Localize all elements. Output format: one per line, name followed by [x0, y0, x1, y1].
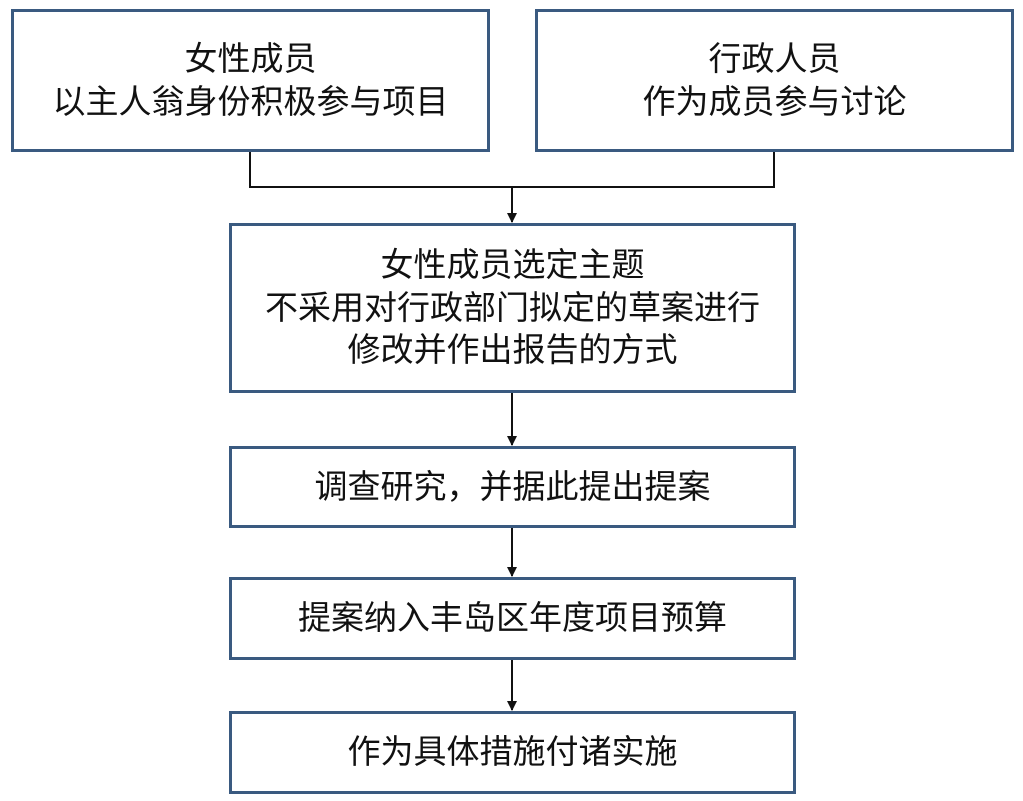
topic-selection-line-1: 女性成员选定主题: [380, 244, 645, 284]
topic-selection-box: 女性成员选定主题 不采用对行政部门拟定的草案进行 修改并作出报告的方式: [229, 223, 796, 393]
admin-staff-box: 行政人员 作为成员参与讨论: [535, 9, 1014, 152]
admin-staff-detail: 作为成员参与讨论: [642, 81, 907, 121]
budget-text: 提案纳入丰岛区年度项目预算: [298, 598, 727, 638]
research-box: 调查研究，并据此提出提案: [229, 446, 796, 528]
budget-box: 提案纳入丰岛区年度项目预算: [229, 577, 796, 660]
women-members-box: 女性成员 以主人翁身份积极参与项目: [11, 9, 490, 152]
women-members-detail: 以主人翁身份积极参与项目: [52, 81, 449, 121]
research-text: 调查研究，并据此提出提案: [314, 466, 711, 506]
topic-selection-line-2: 不采用对行政部门拟定的草案进行: [265, 287, 760, 327]
topic-selection-line-3: 修改并作出报告的方式: [347, 330, 678, 370]
implementation-text: 作为具体措施付诸实施: [347, 732, 678, 772]
implementation-box: 作为具体措施付诸实施: [229, 711, 796, 794]
admin-staff-title: 行政人员: [708, 38, 841, 78]
women-members-title: 女性成员: [184, 38, 317, 78]
